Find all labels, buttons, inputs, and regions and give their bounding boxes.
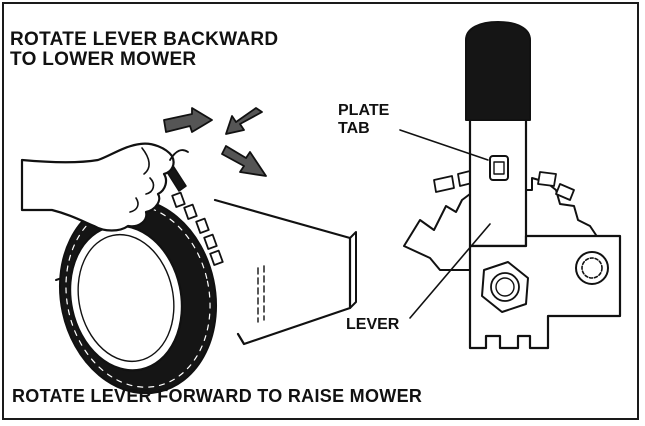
- mower-deck: [213, 198, 352, 346]
- adjuster-plate-teeth: [171, 191, 224, 266]
- plate-label-line1: PLATE: [338, 102, 390, 119]
- mower-wheel-scene: [20, 107, 357, 395]
- plate-tab-label: PLATE TAB: [338, 102, 389, 138]
- instruction-lower: ROTATE LEVER BACKWARD TO LOWER MOWER: [10, 30, 278, 70]
- plate-tab-leader: [399, 129, 489, 161]
- lever-label: LEVER: [346, 316, 400, 333]
- instruction-raise: ROTATE LEVER FORWARD TO RAISE MOWER: [12, 386, 423, 406]
- instruction-lower-line1: ROTATE LEVER BACKWARD: [10, 29, 279, 50]
- arrow-forward-icon: [225, 107, 263, 135]
- lever-closeup: [399, 21, 622, 350]
- arrow-backward-icon: [163, 107, 213, 133]
- lever-leader: [409, 223, 491, 319]
- instruction-lower-line2: TO LOWER MOWER: [10, 49, 197, 70]
- arrow-down-icon: [221, 145, 267, 177]
- lever-grip: [465, 21, 531, 121]
- hex-bolt: [481, 261, 529, 313]
- plate-label-line2: TAB: [338, 120, 370, 137]
- rivet: [575, 251, 609, 285]
